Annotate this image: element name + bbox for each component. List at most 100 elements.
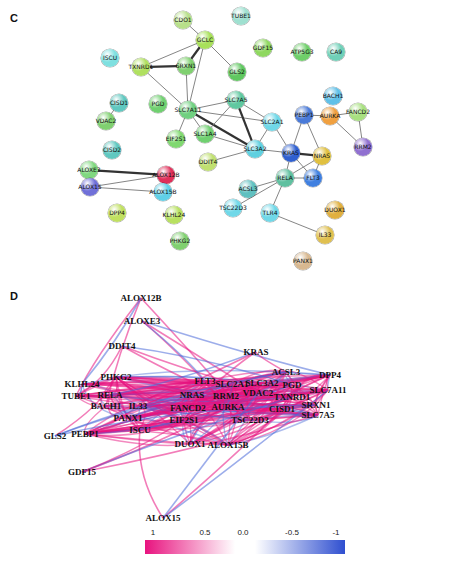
gene-label: CISD1 <box>269 404 295 414</box>
interaction-edge <box>191 47 199 58</box>
panel-letter: D <box>10 290 18 302</box>
gene-label: CDO1 <box>174 17 191 23</box>
gene-label: EIF2S1 <box>166 136 186 142</box>
protein-node: SRXN1 <box>177 57 195 75</box>
interaction-edge <box>186 75 187 101</box>
gene-label: RRM2 <box>213 391 239 401</box>
protein-node: GCLC <box>196 31 214 49</box>
protein-node: EIF2S1 <box>167 130 185 148</box>
gene-label: DUOX1 <box>324 207 345 213</box>
gene-label: DPP4 <box>109 210 125 216</box>
protein-node: TXNRD1 <box>132 58 150 76</box>
interaction-edge <box>99 176 157 185</box>
gene-label: ACSL3 <box>238 186 257 192</box>
gene-label: SRXN1 <box>176 63 196 69</box>
interaction-edge <box>274 186 282 204</box>
interaction-edge <box>197 111 263 120</box>
gene-label: AURKA <box>320 113 341 119</box>
gene-label: ISCU <box>103 55 117 61</box>
gene-label: TXNRD1 <box>129 64 154 70</box>
protein-node: SLC7A11 <box>179 101 197 119</box>
protein-node: KRAS <box>282 144 300 162</box>
correlation-curve <box>122 346 316 405</box>
colorbar-tick: -0.5 <box>285 528 299 537</box>
protein-node: SLC2A1 <box>263 113 281 131</box>
gene-label: SLC7A11 <box>309 385 346 395</box>
interaction-edge <box>239 108 251 140</box>
protein-node: PHKG2 <box>171 232 189 250</box>
gene-label: ALOX15B <box>207 440 248 450</box>
gene-label: IL33 <box>129 401 148 411</box>
interaction-edge <box>294 124 301 145</box>
interaction-edge <box>277 130 287 146</box>
gene-label: ALOX12B <box>120 293 161 303</box>
correlation-curve <box>110 352 256 395</box>
interaction-edge <box>190 26 199 34</box>
gene-label: VDAC2 <box>96 118 117 124</box>
gene-label: DPP4 <box>319 370 341 380</box>
gene-label: CISD1 <box>110 100 128 106</box>
interaction-edge <box>260 130 267 142</box>
protein-node: ACSL3 <box>239 180 257 198</box>
gene-label: TUBE1 <box>61 391 90 401</box>
colorbar-tick: -1 <box>332 528 339 537</box>
gene-label: EIF2S1 <box>169 415 198 425</box>
gene-label: CA9 <box>330 49 342 55</box>
gene-label: PEBP1 <box>295 112 314 118</box>
protein-node: DDIT4 <box>199 153 217 171</box>
interaction-edge <box>98 171 157 175</box>
gene-label: DUOX1 <box>175 439 206 449</box>
protein-node: NRAS <box>313 147 331 165</box>
protein-node: ALOX15 <box>81 178 99 196</box>
gene-label: BACH1 <box>323 93 344 99</box>
correlation-curves <box>55 298 330 518</box>
protein-node: FLT3 <box>304 169 322 187</box>
protein-node: DPP4 <box>108 204 126 222</box>
colorbar-tick: 1 <box>151 528 155 537</box>
interaction-edge <box>287 162 289 169</box>
protein-node: SLC3A2 <box>246 140 264 158</box>
protein-node: ALOXE3 <box>80 161 98 179</box>
protein-node: PGD <box>149 95 167 113</box>
protein-node: IL33 <box>316 226 334 244</box>
colorbar-tick: 0.0 <box>237 528 248 537</box>
gene-label: SLC2A1 <box>260 119 283 125</box>
gene-label: GLS2 <box>44 431 67 441</box>
gene-label: DDIT4 <box>108 341 135 351</box>
gene-label: RRM2 <box>354 144 371 150</box>
gene-label: ACSL3 <box>272 367 301 377</box>
interaction-edge <box>359 121 361 138</box>
gene-label: VDAC2 <box>243 388 274 398</box>
interaction-edge <box>278 216 316 231</box>
gene-label: ISCU <box>129 425 151 435</box>
protein-node: CISD1 <box>110 94 128 112</box>
gene-label: SLC3A2 <box>243 146 266 152</box>
interaction-edge <box>196 115 247 145</box>
gene-label: PANX1 <box>114 413 143 423</box>
panel-letter: C <box>10 12 18 24</box>
protein-node: TSC22D3 <box>224 199 242 217</box>
gene-label: TUBE1 <box>231 13 251 19</box>
gene-label: ALOXE3 <box>124 316 161 326</box>
protein-node: RRM2 <box>354 138 372 156</box>
gene-label: ALOX15 <box>145 513 180 523</box>
gene-label: FANCD2 <box>170 403 205 413</box>
gene-label: AURKA <box>212 402 245 412</box>
protein-node: CISD2 <box>103 141 121 159</box>
interaction-edge <box>244 105 265 118</box>
gene-label: FLT3 <box>306 175 319 181</box>
gene-label: RELA <box>97 390 122 400</box>
gene-label: KRAS <box>283 150 299 156</box>
gene-label: DDIT4 <box>199 159 218 165</box>
protein-node: BACH1 <box>324 87 342 105</box>
interaction-edge <box>211 107 230 128</box>
protein-node: RELA <box>276 169 294 187</box>
gene-label: ATP5G3 <box>290 49 313 55</box>
gene-label: KRAS <box>243 347 268 357</box>
protein-node: FANCD2 <box>349 103 367 121</box>
protein-node: SLC7A5 <box>227 91 245 109</box>
gene-label: GDF15 <box>253 45 273 51</box>
protein-node: PANX1 <box>294 252 312 270</box>
gene-label: GLS2 <box>229 69 245 75</box>
